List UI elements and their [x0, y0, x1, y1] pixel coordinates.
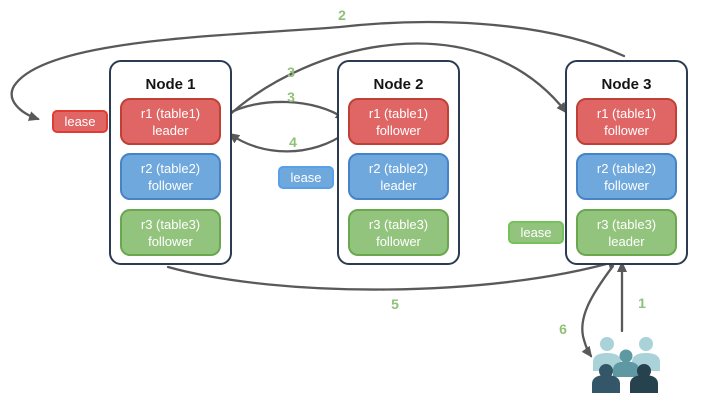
node2-replica-r2: r2 (table2) leader: [348, 153, 449, 200]
step-label-3b: 3: [287, 89, 295, 105]
replica-name: r1 (table1): [368, 105, 429, 121]
replica-role: follower: [604, 177, 649, 193]
replica-role: follower: [376, 233, 421, 249]
node3-title: Node 3: [601, 76, 652, 93]
arrow-6-node3-to-users: [581, 264, 615, 358]
node1-replica-r1: r1 (table1) leader: [120, 98, 221, 145]
replica-role: leader: [608, 233, 645, 249]
node3-replica-r1: r1 (table1) follower: [576, 98, 677, 145]
lease-tag-table1: lease: [52, 110, 108, 133]
arrow-2-node3-to-lease1: [10, 20, 626, 121]
lease-tag-table2: lease: [278, 166, 334, 189]
replica-name: r3 (table3): [368, 216, 429, 232]
node3-box: Node 3 r1 (table1) follower r2 (table2) …: [565, 60, 688, 265]
lease-tag-table3: lease: [508, 221, 564, 244]
step-label-5: 5: [391, 296, 399, 312]
step-label-1: 1: [638, 295, 646, 311]
node3-replica-r3: r3 (table3) leader: [576, 209, 677, 256]
replica-name: r1 (table1): [140, 105, 201, 121]
step-label-3a: 3: [287, 64, 295, 80]
step-label-2: 2: [338, 7, 346, 23]
replica-name: r2 (table2): [140, 160, 201, 176]
node2-replica-r3: r3 (table3) follower: [348, 209, 449, 256]
users-group-icon: [592, 337, 660, 393]
replica-name: r2 (table2): [368, 160, 429, 176]
replica-name: r3 (table3): [596, 216, 657, 232]
node2-replica-r1: r1 (table1) follower: [348, 98, 449, 145]
step-label-6: 6: [559, 321, 567, 337]
node2-title: Node 2: [373, 76, 424, 93]
node2-box: Node 2 r1 (table1) follower r2 (table2) …: [337, 60, 460, 265]
replica-role: leader: [152, 122, 189, 138]
replica-role: follower: [148, 233, 193, 249]
replica-name: r2 (table2): [596, 160, 657, 176]
replica-role: follower: [148, 177, 193, 193]
replica-role: follower: [604, 122, 649, 138]
node1-replica-r3: r3 (table3) follower: [120, 209, 221, 256]
replica-role: leader: [380, 177, 417, 193]
arrow-5-node1-to-node3: [166, 258, 619, 291]
node1-replica-r2: r2 (table2) follower: [120, 153, 221, 200]
step-label-4: 4: [289, 134, 297, 150]
node3-replica-r2: r2 (table2) follower: [576, 153, 677, 200]
replica-name: r1 (table1): [596, 105, 657, 121]
replica-name: r3 (table3): [140, 216, 201, 232]
node1-box: Node 1 r1 (table1) leader r2 (table2) fo…: [109, 60, 232, 265]
replica-role: follower: [376, 122, 421, 138]
node1-title: Node 1: [145, 76, 196, 93]
